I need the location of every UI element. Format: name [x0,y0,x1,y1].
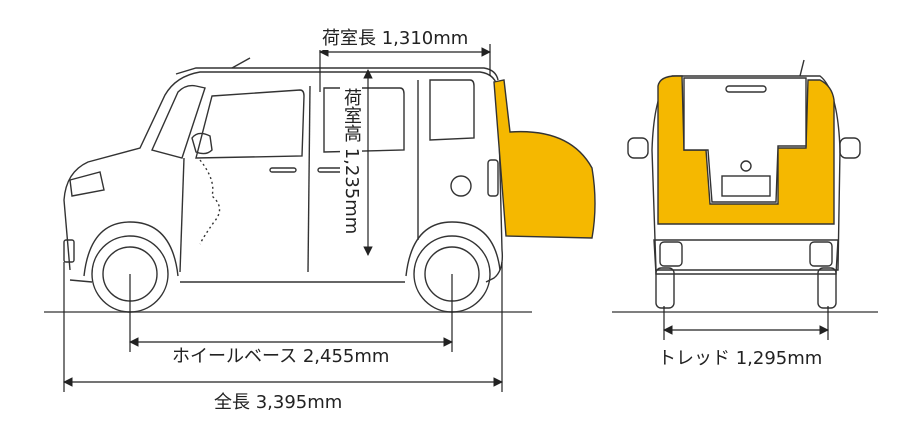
rear-view-car [612,59,878,313]
overall-length-label: 全長 3,395mm [210,392,347,414]
side-cargo-door [493,79,596,239]
tread-label: トレッド 1,295mm [654,348,827,370]
cargo-length-label: 荷室長 1,310mm [318,28,473,50]
side-view-car [44,57,532,313]
dimension-lines [63,44,829,392]
wheelbase-label: ホイールベース 2,455mm [168,346,394,368]
cargo-height-label: 荷室高 1,235mm [340,84,362,239]
rear-window-area [683,77,807,203]
